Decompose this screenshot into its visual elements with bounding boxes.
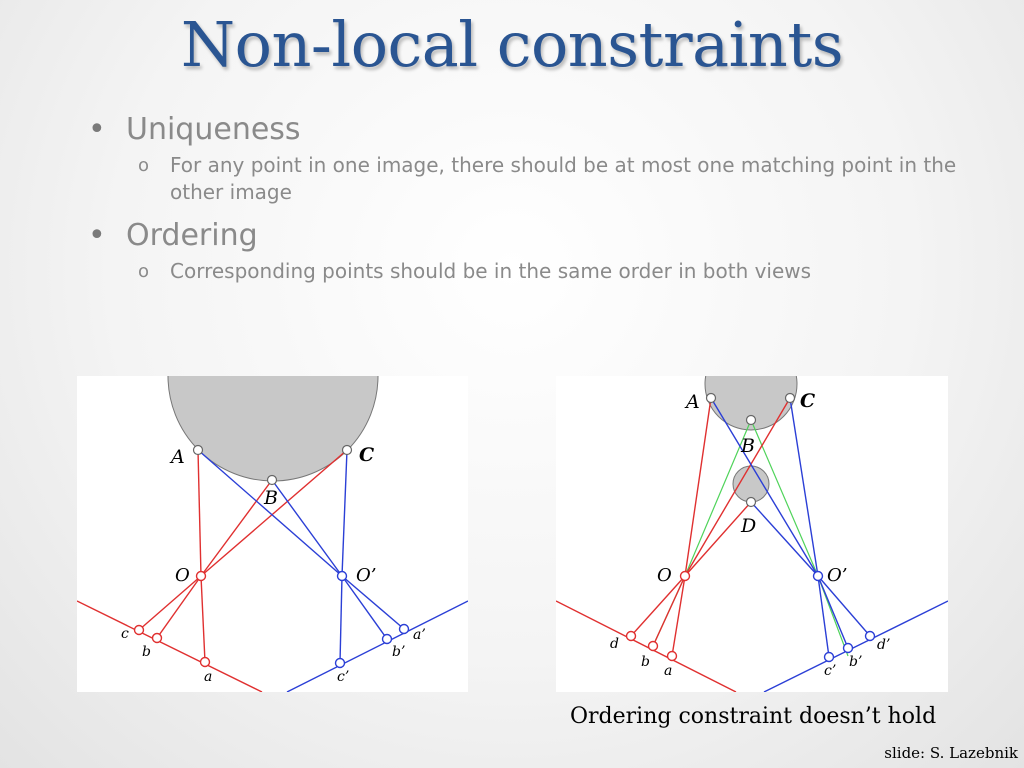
slide-credit: slide: S. Lazebnik <box>884 744 1018 762</box>
large-sphere-shape <box>704 376 798 431</box>
label-O: O <box>657 565 672 586</box>
left-diagram: A B C O O’ c b a a’ b’ c’ <box>77 376 468 692</box>
right-image-points <box>812 570 876 663</box>
label-c-prime: c’ <box>337 669 349 685</box>
label-b-prime: b’ <box>849 654 862 670</box>
label-A: A <box>684 391 700 413</box>
label-a: a <box>664 663 672 679</box>
left-camera-rays <box>630 397 791 657</box>
bullet-uniqueness: Uniqueness <box>88 110 988 150</box>
right-camera-rays <box>710 397 871 658</box>
scene-points <box>192 444 353 486</box>
bullet-list: Uniqueness o For any point in one image,… <box>88 110 988 295</box>
label-B: B <box>263 487 278 509</box>
label-c-prime: c’ <box>824 663 836 679</box>
label-b: b <box>641 654 650 670</box>
right-image-points <box>334 570 410 669</box>
left-image-points <box>625 570 691 662</box>
sub-bullet-marker: o <box>138 155 150 176</box>
label-A: A <box>169 446 185 468</box>
label-B: B <box>740 435 755 457</box>
label-a: a <box>204 669 212 685</box>
left-image-plane <box>77 600 263 692</box>
label-b: b <box>142 644 151 660</box>
sub-bullet-marker: o <box>138 261 150 282</box>
left-image-points <box>133 570 211 668</box>
scene-points <box>705 392 796 508</box>
sub-bullet-text: For any point in one image, there should… <box>170 153 957 204</box>
label-C: C <box>359 444 374 466</box>
left-diagram-panel: A B C O O’ c b a a’ b’ c’ <box>77 376 468 692</box>
right-diagram: A B C D O O’ d b a d’ b’ c’ <box>556 376 948 692</box>
left-image-plane <box>556 600 737 692</box>
sub-bullet-uniqueness: o For any point in one image, there shou… <box>88 152 988 206</box>
label-O: O <box>175 565 190 586</box>
right-diagram-panel: A B C D O O’ d b a d’ b’ c’ <box>556 376 948 692</box>
label-b-prime: b’ <box>392 644 405 660</box>
label-c: c <box>121 626 129 642</box>
small-sphere-shape <box>732 465 770 503</box>
bullet-ordering: Ordering <box>88 216 988 256</box>
label-d: d <box>610 636 619 652</box>
right-image-plane <box>286 600 468 692</box>
label-a-prime: a’ <box>413 627 426 643</box>
left-camera-rays <box>138 449 348 663</box>
label-D: D <box>740 515 756 537</box>
label-d-prime: d’ <box>877 637 890 653</box>
label-C: C <box>800 390 815 412</box>
right-camera-rays <box>197 449 405 664</box>
right-image-plane <box>763 600 948 692</box>
sub-bullet-text: Corresponding points should be in the sa… <box>170 259 812 283</box>
slide-title: Non-local constraints <box>180 8 844 81</box>
diagram-caption: Ordering constraint doesn’t hold <box>570 704 937 729</box>
label-O-prime: O’ <box>356 565 376 586</box>
sub-bullet-ordering: o Corresponding points should be in the … <box>88 258 988 285</box>
label-O-prime: O’ <box>827 565 847 586</box>
